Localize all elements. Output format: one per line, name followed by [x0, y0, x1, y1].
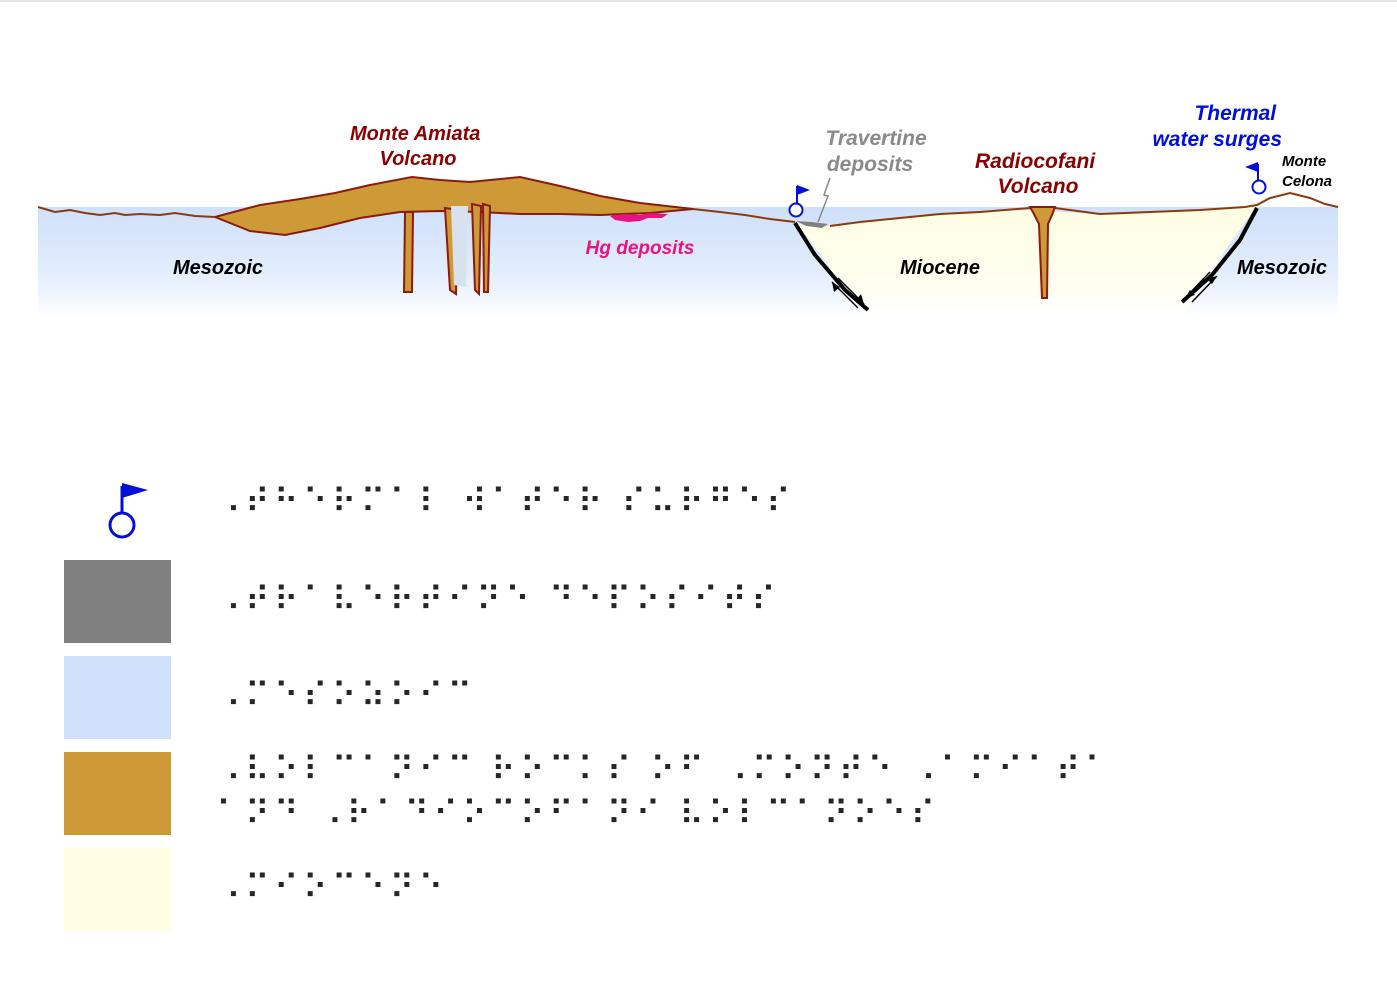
mesozoic-swatch [64, 656, 171, 739]
legend-row-travertine: ⠠⠞⠗⠁⠧⠑⠗⠞⠊⠝⠑ ⠙⠑⠏⠕⠎⠊⠞⠎ [0, 560, 1397, 643]
legend-braille-mesozoic: ⠠⠍⠑⠎⠕⠵⠕⠊⠉ [216, 678, 476, 714]
travertine-swatch [64, 560, 171, 643]
legend-braille-travertine: ⠠⠞⠗⠁⠧⠑⠗⠞⠊⠝⠑ ⠙⠑⠏⠕⠎⠊⠞⠎ [216, 582, 780, 618]
monte-celona-label: Monte Celona [1282, 153, 1332, 190]
legend-row-thermal: ⠠⠞⠓⠑⠗⠍⠁⠇ ⠺⠁⠞⠑⠗ ⠎⠥⠗⠛⠑⠎ [0, 470, 1397, 550]
volcanic-swatch [64, 752, 171, 835]
travertine-label: Travertine deposits [825, 127, 932, 176]
miocene-label: Miocene [900, 257, 980, 279]
amiata-dike-far-right [483, 204, 490, 292]
geologic-cross-section: Monte Amiata Volcano Hg deposits Mesozoi… [0, 0, 1397, 340]
hg-deposits-label: Hg deposits [586, 238, 695, 259]
legend-row-mesozoic: ⠠⠍⠑⠎⠕⠵⠕⠊⠉ [0, 656, 1397, 739]
miocene-swatch [64, 848, 171, 931]
mesozoic-left-label: Mesozoic [173, 257, 263, 279]
legend-braille-volcanic-line1: ⠠⠧⠕⠇⠉⠁⠝⠊⠉ ⠗⠕⠉⠅⠎ ⠕⠋ ⠠⠍⠕⠝⠞⠑ ⠠⠁⠍⠊⠁⠞⠁ [216, 752, 1113, 788]
thermal-water-label: Thermal water surges [1152, 102, 1282, 151]
thermal-spring-icon [1245, 162, 1266, 194]
monte-amiata-label: Monte Amiata Volcano [350, 123, 486, 170]
legend-row-miocene: ⠠⠍⠊⠕⠉⠑⠝⠑ [0, 848, 1397, 931]
legend-row-volcanic: ⠠⠧⠕⠇⠉⠁⠝⠊⠉ ⠗⠕⠉⠅⠎ ⠕⠋ ⠠⠍⠕⠝⠞⠑ ⠠⠁⠍⠊⠁⠞⠁ ⠁⠝⠙ ⠠⠗… [0, 752, 1397, 835]
radiocofani-label: Radiocofani Volcano [975, 150, 1101, 198]
amiata-dike-left [404, 212, 413, 292]
miocene-basin [795, 206, 1257, 318]
mesozoic-right-label: Mesozoic [1237, 257, 1327, 279]
legend-braille-thermal: ⠠⠞⠓⠑⠗⠍⠁⠇ ⠺⠁⠞⠑⠗ ⠎⠥⠗⠛⠑⠎ [216, 484, 795, 520]
legend-braille-miocene: ⠠⠍⠊⠕⠉⠑⠝⠑ [216, 870, 447, 906]
legend-braille-volcanic-line2: ⠁⠝⠙ ⠠⠗⠁⠙⠊⠕⠉⠕⠋⠁⠝⠊ ⠧⠕⠇⠉⠁⠝⠕⠑⠎ [216, 796, 939, 832]
thermal-spring-icon [100, 478, 160, 544]
